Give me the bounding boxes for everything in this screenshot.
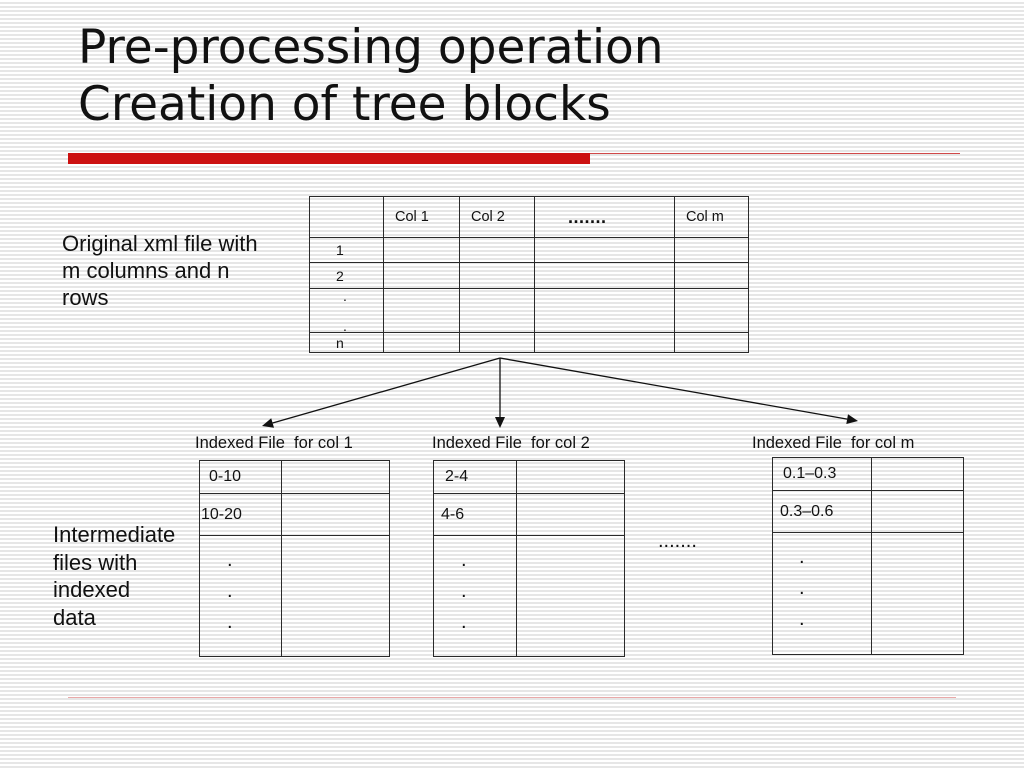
table-row: 0.3–0.6 [772,490,964,533]
between-files-ellipsis: ....... [658,530,697,552]
ellipsis-dot: . [799,608,805,630]
table-cell [534,237,675,263]
table-cell [281,460,390,494]
original-xml-table: Col 1 Col 2 ....... Col m 1 2 . . n [309,196,749,353]
slide-title-line-2: Creation of tree blocks [78,77,611,132]
indexed-file-table-col-1: 0-10 10-20 . . . [199,460,390,657]
ellipsis-dot: . [461,580,467,602]
table-row: 2-4 [433,460,625,494]
table-row: 0.1–0.3 [772,457,964,491]
table-cell [674,237,749,263]
column-header-col-1: Col 1 [383,196,460,238]
title-underline-thin [590,153,960,154]
range-cell: 0-10 [199,460,282,494]
row-label-ellipsis: . . [309,288,384,333]
row-label: n [309,332,384,353]
description-line: rows [62,285,109,310]
arrowhead-icon [846,414,858,424]
description-line: Intermediate [53,522,176,547]
range-cell: 10-20 [199,493,282,536]
table-cell [281,535,390,657]
table-row: . . [309,288,749,333]
indexed-file-table-col-m: 0.1–0.3 0.3–0.6 . . . [772,457,964,655]
ellipsis-dot: . [227,611,233,633]
column-header-col-2: Col 2 [459,196,535,238]
description-line: m columns and n [62,258,230,283]
continuation-cell: . . . [199,535,282,657]
table-cell [871,490,964,533]
table-cell [674,288,749,333]
ellipsis-dot: . [227,580,233,602]
table-cell [383,288,460,333]
column-header-ellipsis: ....... [534,196,675,238]
description-line: files with [53,549,138,575]
ellipsis-dot: . [343,318,347,333]
continuation-cell: . . . [433,535,517,657]
table-cell [516,493,625,536]
title-underline-bar [68,153,590,164]
table-cell [674,262,749,289]
original-file-description: Original xml file with m columns and n r… [62,230,258,311]
table-cell [516,460,625,494]
table-cell [534,262,675,289]
range-cell: 0.3–0.6 [772,490,872,533]
indexed-file-label-col-m: Indexed File for col m [752,434,915,452]
intermediate-files-description: Intermediate files with indexed data [53,521,175,631]
range-cell: 2-4 [433,460,517,494]
indexed-file-label-col-1: Indexed File for col 1 [195,434,353,452]
footer-divider [68,697,956,698]
range-cell: 4-6 [433,493,517,536]
table-row: . . . [199,535,390,657]
ellipsis-dot: . [461,611,467,633]
arrow-to-col-1-index [272,357,501,424]
arrowhead-icon [495,417,505,428]
table-cell [383,262,460,289]
ellipsis-dot: . [799,577,805,599]
slide-title: Pre-processing operation Creation of tre… [78,19,664,133]
ellipsis-dot: . [343,288,347,305]
table-row: n [309,332,749,353]
ellipsis-dot: . [461,549,467,571]
table-row: . . . [433,535,625,657]
row-label: 2 [309,262,384,289]
table-row: 2 [309,262,749,289]
table-row: 10-20 [199,493,390,536]
table-row: . . . [772,532,964,655]
description-line: Original xml file with [62,231,258,256]
table-row: 0-10 [199,460,390,494]
ellipsis-dot: . [227,549,233,571]
slide-title-line-1: Pre-processing operation [78,20,664,75]
table-cell [674,332,749,353]
table-cell [871,532,964,655]
ellipsis-dot: . [799,546,805,568]
range-cell: 0.1–0.3 [772,457,872,491]
table-header-row: Col 1 Col 2 ....... Col m [309,196,749,238]
table-cell [281,493,390,536]
table-cell [871,457,964,491]
table-cell [459,262,535,289]
indexed-file-table-col-2: 2-4 4-6 . . . [433,460,625,657]
table-cell [516,535,625,657]
description-line: data [53,604,96,630]
arrowhead-icon [262,418,274,428]
arrow-to-col-m-index [499,357,848,420]
indexed-file-label-col-2: Indexed File for col 2 [432,434,590,452]
table-row: 4-6 [433,493,625,536]
description-line: indexed [53,577,131,602]
continuation-cell: . . . [772,532,872,655]
table-row: 1 [309,237,749,263]
